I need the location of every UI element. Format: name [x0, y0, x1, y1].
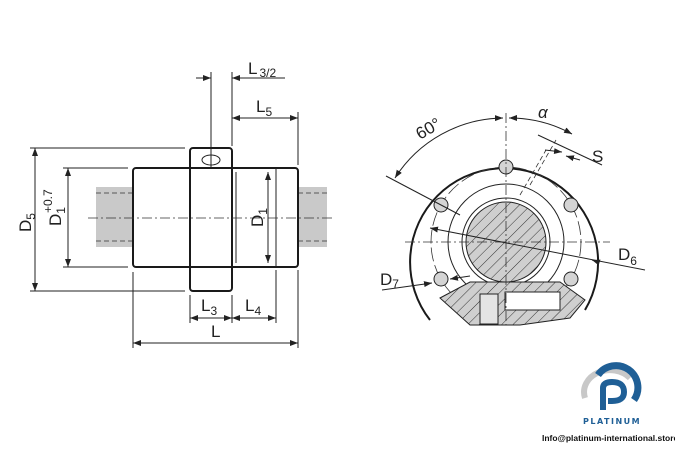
label-d5: D5	[16, 213, 38, 232]
nut-body	[132, 167, 299, 268]
label-l5: L5	[256, 97, 272, 119]
label-alpha: α	[538, 103, 549, 122]
bolt-hole	[563, 197, 579, 213]
label-s: S	[592, 147, 603, 166]
label-d1-tolerance: D1+0.7	[41, 189, 68, 226]
label-angle-60: 60°	[413, 114, 445, 143]
logo-text: PLATINUM	[583, 417, 641, 426]
front-view: 60° α S D6 D7	[380, 103, 646, 326]
label-d1: D1	[248, 208, 270, 227]
platinum-logo	[581, 362, 642, 410]
bolt-hole	[563, 271, 579, 287]
shaft-left	[96, 187, 134, 247]
contact-email[interactable]: Info@platinum-international.store	[542, 433, 675, 443]
label-d7: D7	[380, 270, 399, 291]
flange	[189, 147, 233, 292]
label-l: L	[211, 322, 220, 341]
label-d6: D6	[618, 245, 637, 268]
label-l4: L4	[245, 296, 261, 318]
label-l3: L3	[201, 296, 217, 318]
bolt-hole	[433, 271, 449, 287]
shaft-right	[297, 187, 327, 247]
